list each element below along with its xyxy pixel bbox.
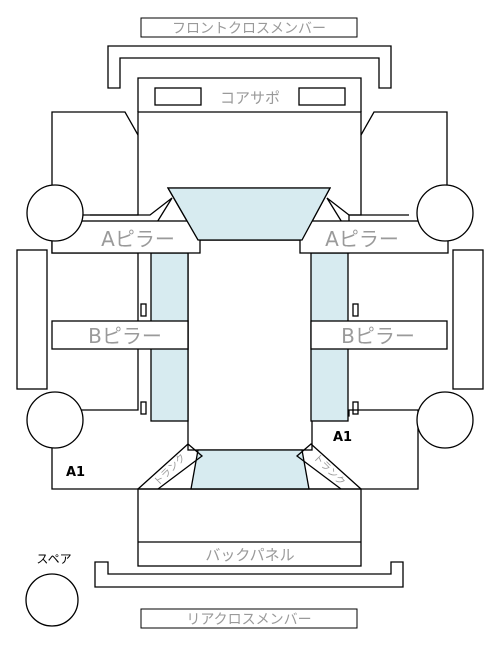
- front-right-fender: [360, 111, 448, 213]
- back-panel-label: バックパネル: [205, 546, 294, 564]
- front-cross-member: [107, 45, 392, 89]
- b-pillar-left-label: Bピラー: [88, 324, 162, 348]
- trunk-right-shape: [295, 443, 362, 490]
- b-pillar-right-band: [310, 320, 448, 350]
- left-side-sill: [16, 249, 48, 390]
- front-right-door-marker: [352, 303, 359, 317]
- rear-cross-member-box: [140, 608, 358, 629]
- b-pillar-right-label: Bピラー: [341, 324, 415, 348]
- front-left-wheel: [26, 184, 84, 242]
- rear-right-door-marker: [352, 401, 359, 415]
- a1-right-label: A1: [333, 430, 352, 445]
- front-cross-member-box: [140, 17, 358, 38]
- a1-left-label: A1: [66, 465, 85, 480]
- spare-tire: [25, 573, 79, 627]
- front-right-wheel: [416, 184, 474, 242]
- core-support: [137, 77, 362, 112]
- front-left-fender: [51, 111, 139, 213]
- rear-left-wheel: [26, 391, 84, 449]
- rear-window: [190, 449, 310, 490]
- front-left-door-marker: [140, 303, 147, 317]
- rear-right-wheel: [416, 391, 474, 449]
- a-pillar-left-label: Aピラー: [101, 227, 175, 251]
- a-pillar-right-label: Aピラー: [325, 227, 399, 251]
- core-support-label: コアサポ: [220, 89, 280, 107]
- windshield-overlay: [166, 187, 332, 241]
- trunk-left-shape: [137, 443, 204, 490]
- spare-label: スペア: [36, 552, 71, 566]
- rear-body-block: [137, 488, 362, 567]
- rear-cross-member-label: リアクロスメンバー: [186, 612, 311, 628]
- cabin-floor: [187, 239, 313, 451]
- rear-cross-member: [94, 561, 404, 588]
- b-pillar-left-band: [51, 320, 189, 350]
- front-cross-member-label: フロントクロスメンバー: [172, 21, 326, 37]
- right-side-sill: [452, 249, 484, 390]
- rear-left-door-marker: [140, 401, 147, 415]
- core-support-right-hole: [298, 87, 346, 106]
- core-support-left-hole: [154, 87, 202, 106]
